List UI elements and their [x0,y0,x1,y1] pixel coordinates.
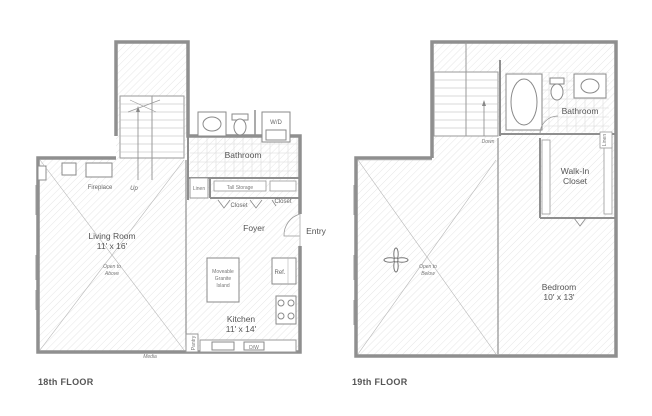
closet-inner-shelf [269,180,297,192]
entry-door-swing [283,213,301,237]
pantry-label: Pantry [191,335,197,350]
granite-island [206,257,240,303]
dw-label: D/W [249,345,259,351]
bedroom-dim: 10' x 13' [543,292,575,302]
floor-19-walls [354,40,618,358]
wall-bumpout-18 [37,165,47,181]
closet-doors-18 [217,199,277,209]
floor-18-plan: W/D Bathroom Fireplace Up Linen Tall Sto… [35,40,327,387]
floor-19-plan: Down Bathroom Linen Walk-In Closet [352,40,618,387]
media-label: Media [143,354,157,360]
foyer-label: Foyer [243,223,265,233]
walkin-line1: Walk-In [561,166,590,176]
floor-19-title: 19th FLOOR [352,377,408,387]
closet-shelf-right [603,145,613,215]
island-line1: Moveable [212,269,234,275]
linen-19-label: Linen [602,134,608,146]
ref-label: Ref. [274,270,285,276]
open-to-above-line2: Above [104,271,119,277]
closet-inner-label: Closet [230,203,247,209]
kitchen-label: Kitchen [227,314,256,324]
down-label: Down [482,139,495,145]
island-line3: Island [216,283,230,289]
linen-18-label: Linen [193,186,205,192]
living-room-dim: 11' x 16' [97,241,128,251]
bathroom-18-fixtures [197,111,291,143]
open-to-above-line1: Open to [103,264,121,270]
stair-19 [433,42,499,137]
fireplace-box [61,162,77,176]
dishwasher [243,341,265,351]
closet-outer-label: Closet [274,199,291,205]
linen-18 [189,177,209,199]
bathroom-19-door [539,115,559,135]
fireplace [85,162,113,178]
open-to-above-marks [39,159,185,351]
kitchen-sink [211,341,235,351]
walkin-line2: Closet [563,176,588,186]
bathroom-19-fixtures [505,73,613,149]
fireplace-label: Fireplace [88,185,113,191]
refrigerator [271,257,297,285]
bathroom-19-label: Bathroom [562,106,599,116]
floor-18-walls [36,40,302,354]
closet-shelf-left [541,139,551,215]
bathroom-18-tiles [190,138,298,178]
open-to-below-line2: Below [421,271,435,277]
up-label: Up [130,186,138,192]
island-line2: Granite [215,276,232,282]
bathroom-18-label: Bathroom [225,150,262,160]
tall-storage-label: Tall Storage [227,185,254,191]
ceiling-fan-icon [383,247,409,273]
kitchen-dim: 11' x 14' [226,324,257,334]
closet-door-19 [573,217,587,227]
wd-label: W/D [270,120,282,126]
living-room-label: Living Room [88,231,135,241]
interior-walls-19 [497,60,616,354]
stair-18 [119,95,185,180]
entry-label: Entry [306,226,327,236]
bedroom-label: Bedroom [542,282,577,292]
open-to-below-line1: Open to [419,264,437,270]
floor-18-title: 18th FLOOR [38,377,94,387]
tall-storage [213,180,267,192]
open-to-below-marks [357,159,497,355]
pantry [185,333,199,353]
